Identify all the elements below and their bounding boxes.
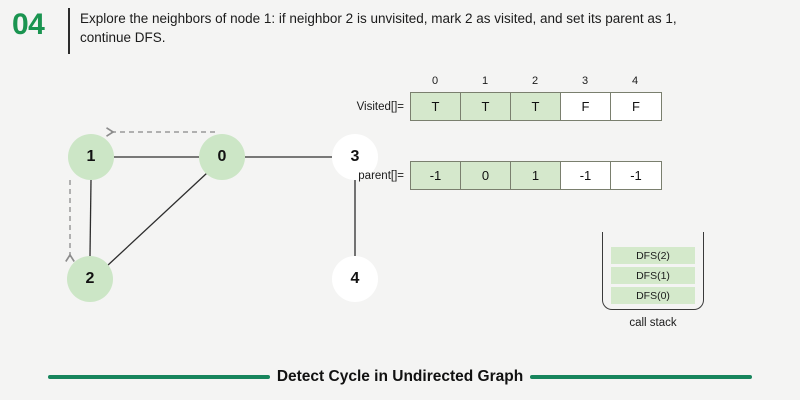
graph-edges-svg bbox=[65, 127, 356, 267]
step-description: Explore the neighbors of node 1: if neig… bbox=[80, 11, 677, 46]
edge-0-2 bbox=[106, 172, 208, 267]
graph-node-3-label: 3 bbox=[350, 148, 360, 165]
graph-node-2-label: 2 bbox=[85, 270, 95, 287]
visited-array-cells: T T T F F bbox=[410, 92, 662, 121]
index-label: 4 bbox=[631, 75, 639, 87]
visited-cell-2: T bbox=[511, 93, 561, 120]
graph-node-0-label: 0 bbox=[217, 148, 227, 165]
edge-1-2 bbox=[89, 179, 92, 257]
graph-node-4-label: 4 bbox=[350, 270, 360, 287]
graph-node-0[interactable]: 0 bbox=[199, 134, 245, 180]
state-arrays: Visited[]= 0 1 2 3 4 T T T F F parent[]=… bbox=[357, 75, 662, 190]
call-stack-caption: call stack bbox=[629, 317, 677, 329]
parent-cell-2: 1 bbox=[511, 162, 561, 189]
visited-cell-1: T bbox=[461, 93, 511, 120]
call-stack-frame: DFS(0) bbox=[611, 287, 695, 304]
visited-cell-3: F bbox=[561, 93, 611, 120]
visited-array: Visited[]= 0 1 2 3 4 T T T F F bbox=[357, 75, 662, 121]
call-stack-frame: DFS(2) bbox=[611, 247, 695, 264]
call-stack-panel: DFS(2) DFS(1) DFS(0) call stack bbox=[602, 232, 704, 329]
graph-panel: 0 1 2 3 4 bbox=[0, 80, 400, 340]
index-label: 3 bbox=[581, 75, 589, 87]
graph-node-4[interactable]: 4 bbox=[332, 256, 378, 302]
footer: Detect Cycle in Undirected Graph bbox=[0, 368, 800, 386]
index-label: 1 bbox=[481, 75, 489, 87]
call-stack-box: DFS(2) DFS(1) DFS(0) bbox=[602, 232, 704, 310]
graph-node-2[interactable]: 2 bbox=[67, 256, 113, 302]
visited-cell-0: T bbox=[411, 93, 461, 120]
visited-array-indices: 0 1 2 3 4 bbox=[410, 75, 660, 87]
step-header: 04 Explore the neighbors of node 1: if n… bbox=[0, 0, 800, 72]
parent-array-cells: -1 0 1 -1 -1 bbox=[410, 161, 662, 190]
parent-cell-1: 0 bbox=[461, 162, 511, 189]
footer-title: Detect Cycle in Undirected Graph bbox=[276, 368, 524, 385]
step-number: 04 bbox=[12, 8, 45, 41]
parent-cell-0: -1 bbox=[411, 162, 461, 189]
graph-node-1-label: 1 bbox=[86, 148, 96, 165]
index-label: 2 bbox=[531, 75, 539, 87]
index-label: 0 bbox=[431, 75, 439, 87]
parent-array-label: parent[]= bbox=[358, 169, 404, 182]
header-divider bbox=[68, 8, 70, 54]
graph-node-3[interactable]: 3 bbox=[332, 134, 378, 180]
visited-array-label: Visited[]= bbox=[356, 100, 404, 113]
parent-array: parent[]= -1 0 1 -1 -1 bbox=[358, 161, 662, 190]
footer-line-right bbox=[530, 375, 753, 379]
parent-cell-3: -1 bbox=[561, 162, 611, 189]
visited-cell-4: F bbox=[611, 93, 661, 120]
call-stack-frame: DFS(1) bbox=[611, 267, 695, 284]
parent-cell-4: -1 bbox=[611, 162, 661, 189]
graph-node-1[interactable]: 1 bbox=[68, 134, 114, 180]
footer-line-left bbox=[47, 375, 270, 379]
